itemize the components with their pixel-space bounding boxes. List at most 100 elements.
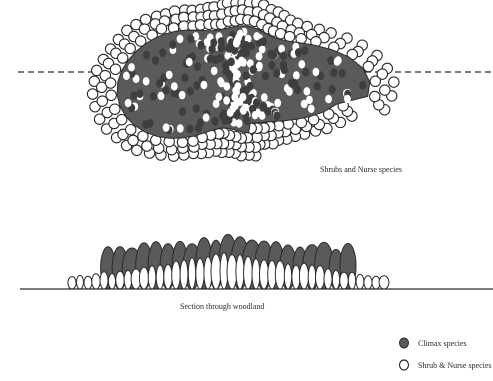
plan-climax-dot [295,48,302,57]
section-shrub [188,258,195,289]
plan-climax-dot [262,72,269,81]
plan-climax-dot [212,117,219,126]
section-shrub [260,260,269,289]
plan-shrub-circle [106,90,116,100]
section-shrub [324,269,332,289]
plan-gap [344,95,351,103]
plan-climax-dot [218,43,225,52]
plan-gap [304,87,311,95]
plan-gap [186,58,193,66]
plan-climax-dot [329,85,336,94]
plan-gap [286,87,293,95]
plan-gap [234,37,241,45]
plan-climax-dot [294,85,301,94]
plan-shrub-circle [105,78,115,88]
section-shrub [68,277,76,289]
plan-shrub-circle [380,85,390,95]
legend-shrub-symbol [400,360,409,370]
plan-shrub-circle [140,14,150,24]
plan-gap [201,81,208,89]
plan-gap [253,32,260,40]
plan-gap [179,91,186,99]
plan-climax-dot [280,52,287,61]
plan-climax-dot [281,65,288,74]
section-shrub [252,259,260,289]
section-shrub [284,264,291,289]
plan-climax-dot [130,91,137,100]
plan-climax-dot [359,81,366,90]
plan-climax-dot [268,61,275,70]
plan-climax-dot [136,89,143,98]
plan-gap [204,38,211,46]
plan-shrub-circle [110,104,120,114]
section-shrub [108,274,115,289]
plan-climax-dot [239,48,246,57]
plan-gap [274,99,281,107]
plan-gap [177,124,184,132]
plan-climax-dot [330,68,337,77]
plan-gap [256,52,263,60]
section-shrub [308,265,316,289]
plan-shrub-circle [118,53,128,63]
plan-gap [229,105,236,113]
plan-gap [203,113,210,121]
legend-climax-symbol [400,338,409,348]
section-shrub [364,276,372,289]
plan-climax-dot [242,71,249,80]
plan-climax-dot [162,86,169,95]
section-shrub [356,274,364,289]
plan-gap [237,30,244,38]
plan-gap [231,65,238,73]
plan-shrub-circle [389,77,399,87]
plan-gap [143,77,150,85]
plan-caption: Shrubs and Nurse species [320,165,402,174]
plan-shrub-circle [87,89,97,99]
plan-shrub-circle [126,125,136,135]
plan-gap [223,82,230,90]
plan-climax-dot [270,51,277,60]
plan-climax-dot [253,98,260,107]
plan-climax-dot [142,120,149,129]
plan-climax-dot [143,51,150,60]
plan-climax-dot [193,104,200,113]
section-shrub [292,265,300,289]
section-shrub [116,271,125,289]
plan-climax-dot [264,107,271,116]
plan-shrub-circle [156,24,166,34]
plan-gap [298,60,305,68]
plan-climax-dot [159,48,166,57]
section-shrub [299,263,308,289]
plan-climax-dot [212,55,219,64]
section-shrub [316,266,325,289]
plan-climax-dot [273,111,280,120]
plan-climax-dot [222,116,229,125]
plan-gap [211,67,218,75]
plan-gap [216,93,223,101]
plan-gap [308,105,315,113]
plan-shrub-circle [188,136,198,146]
plan-climax-dot [150,92,157,101]
plan-gap [236,119,243,127]
plan-gap [125,99,132,107]
plan-gap [313,68,320,76]
plan-gap [123,72,130,80]
plan-gap [306,96,313,104]
plan-climax-dot [301,46,308,55]
plan-climax-dot [152,56,159,65]
section-shrub [164,264,172,289]
section-shrub [77,275,84,289]
plan-climax-dot [302,68,309,77]
section-shrub [340,272,349,289]
plan-climax-dot [209,45,216,54]
section-shrub [332,270,339,289]
plan-climax-dot [193,81,200,90]
plan-gap [163,123,170,131]
plan-shrub-circle [370,76,380,86]
plan-climax-dot [243,116,250,125]
plan-shrub-circle [110,64,120,74]
plan-gap [256,62,263,70]
plan-climax-dot [197,41,204,50]
plan-climax-dot [240,41,247,50]
